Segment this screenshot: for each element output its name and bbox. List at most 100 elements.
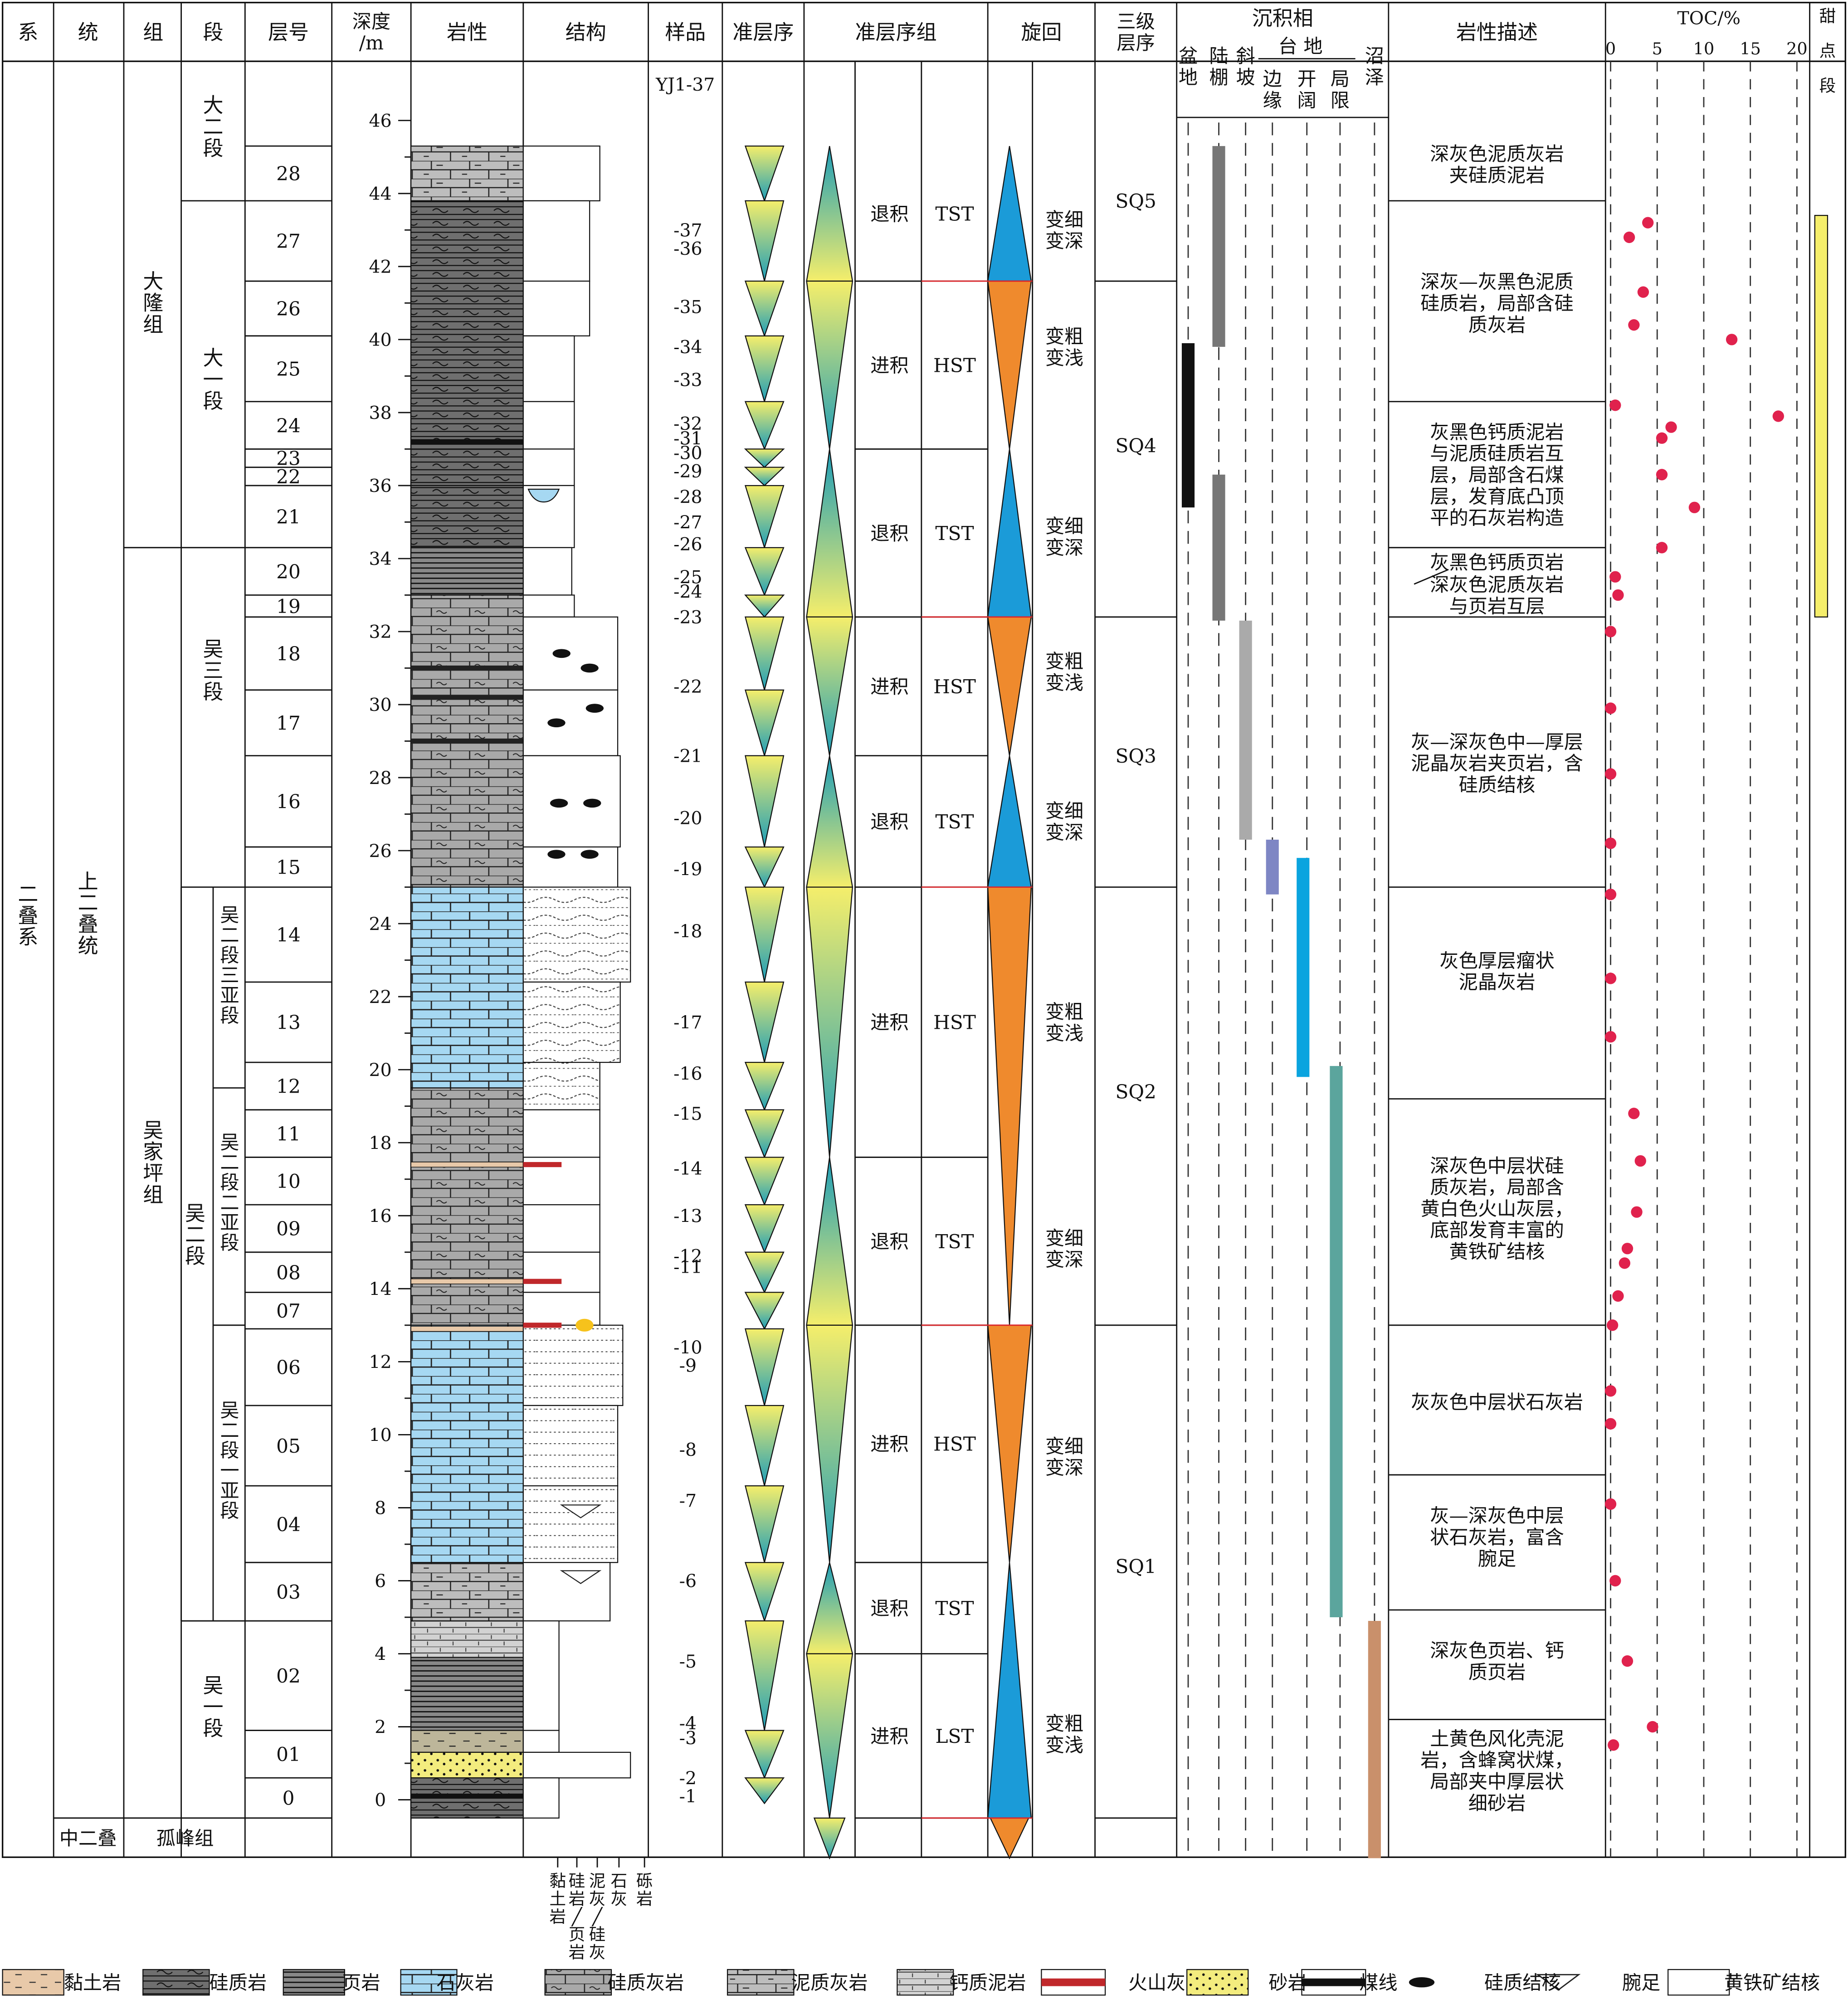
lithology-description-line: 质灰岩 [1468, 314, 1526, 336]
cycle-label-line: 变细 [1045, 515, 1083, 537]
structure-bed [522, 1251, 600, 1293]
layer-number-line: 20 [276, 560, 301, 583]
legend-label-line: 黄铁矿结核 [1724, 1971, 1820, 1994]
structure-bed [522, 1204, 600, 1253]
member-da2-char: 大 [203, 93, 223, 117]
cycle-triangle-coarsening [987, 616, 1032, 756]
sample-label: -3 [679, 1728, 697, 1749]
cycle-label-line: 变细 [1045, 1435, 1083, 1457]
sample-label: -25 [673, 567, 702, 588]
system-name: 二叠系 [18, 882, 38, 949]
header-toc-line: TOC/% [1677, 8, 1741, 29]
lithology-description-line: 深灰色页岩、钙 [1430, 1639, 1564, 1662]
header-depth: 深度/m [352, 10, 390, 54]
lithology-description-line: 硅质结核 [1459, 773, 1536, 796]
depth-tick-label: 46 [369, 111, 392, 131]
member-wu3-char: 吴 [203, 637, 223, 661]
legend-label: 煤线 [1359, 1971, 1397, 1994]
header-facies-sub-line: 缘 [1263, 89, 1282, 112]
header-facies-sub-line: 地 [1179, 66, 1198, 88]
member-wu1-char: 吴 [203, 1673, 223, 1698]
systems-tract-label: HST [933, 676, 976, 698]
structure-bed [522, 280, 590, 336]
sequence-label-line: SQ1 [1115, 1555, 1156, 1577]
coal-seam [411, 1793, 523, 1799]
series-upper: 上二叠统 [78, 869, 98, 958]
header-layer-no: 层号 [268, 20, 309, 44]
member-wu2-char: 二 [185, 1223, 205, 1247]
depth-tick-label: 2 [375, 1717, 386, 1738]
sample-label: -31 [673, 428, 702, 449]
parasequence-triangle [744, 1061, 785, 1111]
sample-label: -21 [673, 746, 702, 767]
systems-tract-label: TST [935, 203, 974, 225]
parasequence-triangle [744, 1204, 785, 1254]
layer-number-line: 08 [276, 1261, 301, 1284]
cycle-label-line: 变细 [1045, 800, 1083, 822]
lithology-description: 灰色厚层瘤状泥晶灰岩 [1439, 949, 1554, 993]
sequence-label-line: SQ4 [1115, 435, 1156, 457]
header-sweet: 甜 点 段 [1819, 6, 1836, 96]
formation-dalong-char: 隆 [143, 291, 163, 315]
header-sweet-char [1825, 58, 1830, 78]
layer-number-line: 28 [276, 163, 301, 185]
toc-data-point [1609, 399, 1621, 411]
structure-bed [522, 981, 621, 1063]
sample-label: -36 [673, 238, 702, 259]
toc-data-point [1642, 217, 1654, 229]
toc-data-point [1628, 319, 1640, 331]
parasequence-triangle [745, 981, 785, 1063]
legend-label: 砂岩 [1268, 1971, 1307, 1994]
sweet-spot-column [1814, 214, 1828, 618]
legend-label-line: 钙质泥岩 [950, 1971, 1026, 1994]
header-platform: 台 地 [1278, 35, 1323, 58]
toc-data-point [1656, 432, 1668, 444]
toc-data-point [1628, 1108, 1640, 1119]
lithology-description: 灰—深灰色中层状石灰岩，富含腕足 [1430, 1505, 1564, 1570]
facies-range-bar [1266, 839, 1279, 895]
sample-label: -8 [679, 1440, 697, 1460]
member-da2-char: 二 [203, 115, 223, 139]
layer-number-line: 0 [283, 1787, 295, 1809]
submember-2-char: 二 [220, 1151, 239, 1173]
cycle-label-line: 变深 [1045, 537, 1083, 559]
lithology-description: 灰黑色钙质泥岩与泥质硅质岩互层，局部含石煤层，发育底凸顶平的石灰岩构造 [1430, 421, 1564, 529]
grain-size-label-char: 灰 [611, 1889, 628, 1908]
sample-label: -34 [673, 337, 702, 358]
depth-tick-label: 22 [369, 987, 392, 1007]
cycle-label: 变细变深 [1045, 1435, 1083, 1479]
depth-tick-label-line: 0 [375, 1790, 386, 1811]
toc-data-point [1604, 626, 1617, 637]
layer-number-line: 09 [276, 1218, 301, 1240]
lithology-description-line: 状石灰岩，富含 [1430, 1526, 1564, 1548]
toc-data-point [1656, 542, 1668, 554]
lithology-description: 灰灰色中层状石灰岩 [1411, 1391, 1583, 1413]
pyrite-nodule [575, 1318, 594, 1332]
sample-label: -4 [679, 1713, 697, 1734]
layer-number-line: 11 [276, 1123, 301, 1145]
sample-label-line: -30 [673, 443, 702, 464]
layer-number-line: 14 [276, 924, 301, 946]
facies-range-bar [1239, 620, 1252, 840]
formation-dalong-char: 大 [143, 269, 163, 293]
parasequence-triangle [744, 401, 785, 451]
submember-1-char: 吴 [220, 1399, 239, 1421]
layer-number-line: 24 [276, 414, 301, 437]
grain-size-label-char: 岩 [569, 1943, 585, 1962]
layer-number: 24 [276, 414, 301, 437]
depth-tick-label-line: 20 [369, 1060, 392, 1080]
toc-tick-label: 10 [1693, 39, 1715, 58]
header-sequence-line: 层序 [1117, 32, 1155, 54]
structure-bed [522, 146, 600, 202]
brachiopod-fossil [560, 1504, 602, 1518]
lithology-description-line: 层，发育底凸顶 [1430, 485, 1564, 507]
submember-2-char: 亚 [220, 1211, 239, 1234]
sweet-spot-bar [1814, 214, 1828, 618]
legend-label-line: 煤线 [1359, 1971, 1397, 1994]
cycle-label: 变细变深 [1045, 515, 1083, 559]
parasequence-triangle [744, 547, 785, 597]
legend-label: 石灰岩 [436, 1971, 494, 1994]
header-facies-sub-line: 坡 [1236, 66, 1255, 88]
grain-size-label: 砾岩 [636, 1871, 653, 1908]
